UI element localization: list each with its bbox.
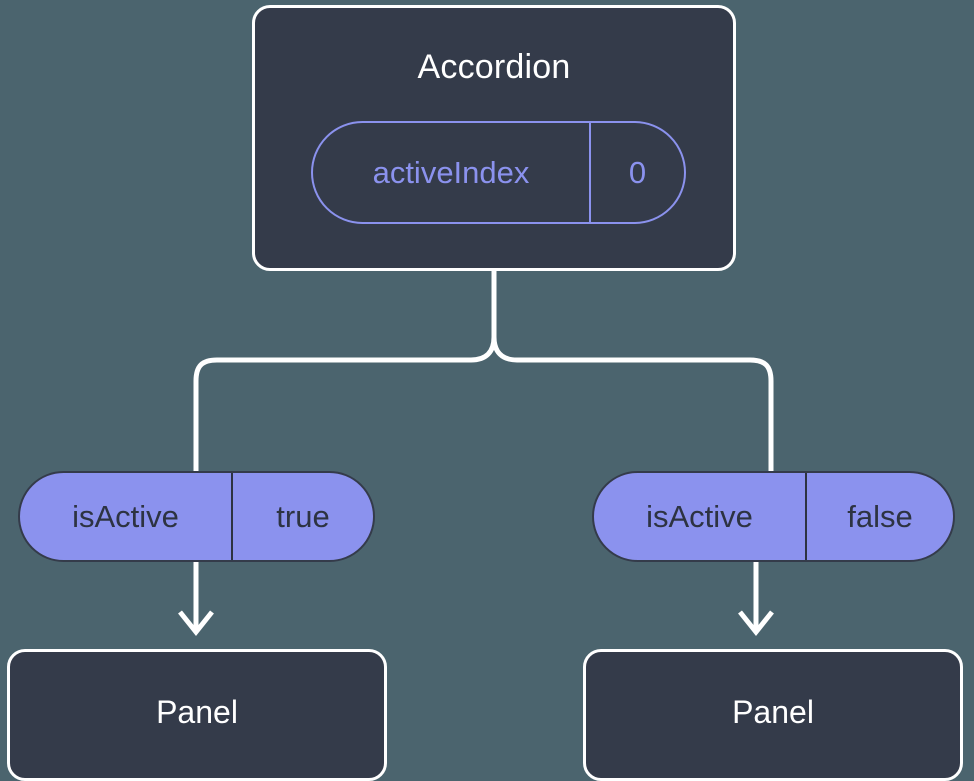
panel-title: Panel bbox=[156, 694, 238, 730]
prop-pill-key: isActive bbox=[646, 499, 753, 534]
panel-title: Panel bbox=[732, 694, 814, 730]
state-pill-key: activeIndex bbox=[372, 155, 530, 190]
accordion-title: Accordion bbox=[417, 48, 571, 86]
prop-pill-is-active-false[interactable]: isActive false bbox=[592, 471, 955, 562]
node-accordion[interactable]: Accordion activeIndex 0 bbox=[252, 5, 736, 271]
prop-pill-value: false bbox=[805, 473, 953, 560]
node-panel-left[interactable]: Panel bbox=[7, 649, 387, 781]
left-arrowhead-icon bbox=[178, 610, 214, 637]
connector-split-left bbox=[193, 336, 497, 472]
prop-pill-value: true bbox=[231, 473, 373, 560]
node-panel-right[interactable]: Panel bbox=[583, 649, 963, 781]
right-arrowhead-icon bbox=[738, 610, 774, 637]
prop-pill-is-active-true[interactable]: isActive true bbox=[18, 471, 375, 562]
connector-split-right bbox=[491, 336, 774, 472]
state-pill-active-index[interactable]: activeIndex 0 bbox=[311, 121, 686, 224]
prop-pill-key: isActive bbox=[72, 499, 179, 534]
state-pill-value: 0 bbox=[589, 123, 684, 222]
